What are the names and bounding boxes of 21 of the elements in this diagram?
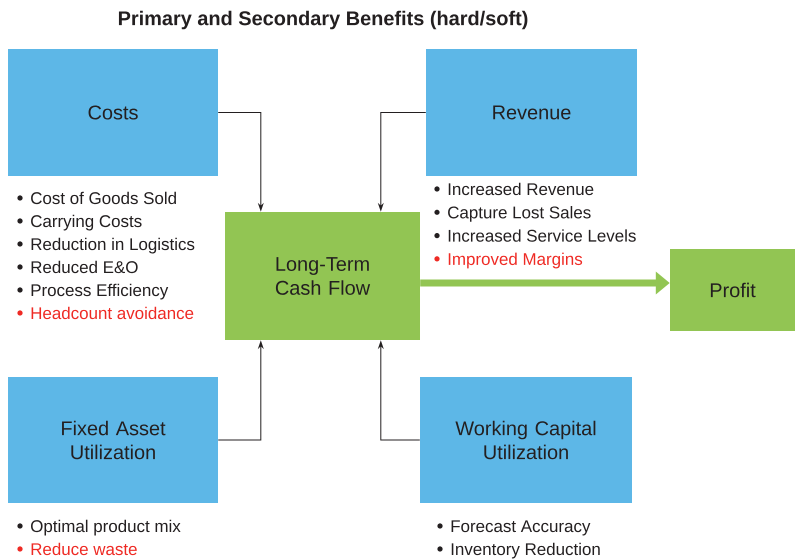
result-box: Long-Term Cash Flow	[225, 212, 420, 340]
process-box: Revenue	[426, 49, 637, 176]
bullet-item: Improved Margins	[434, 252, 582, 268]
bullet-item: Process Efficiency	[17, 284, 168, 300]
bullet-item: Increased Service Levels	[434, 229, 636, 242]
process-box: Fixed Asset Utilization	[8, 377, 218, 503]
bullet-item: Reduce waste	[17, 542, 137, 556]
bullet-item: Optimal product mix	[17, 520, 181, 536]
bullet-item: Forecast Accuracy	[437, 520, 590, 536]
bullet-item: Reduced E&O	[17, 260, 138, 274]
process-box: Costs	[8, 49, 218, 176]
bullet-item: Headcount avoidance	[17, 306, 194, 320]
title: Primary and Secondary Benefits (hard/soft)	[118, 10, 528, 30]
bullet-item: Inventory Reduction	[437, 542, 600, 558]
bullet-item: Cost of Goods Sold	[17, 192, 176, 204]
bullet-item: Capture Lost Sales	[434, 206, 591, 222]
result-box: Profit	[670, 249, 795, 331]
bullet-item: Carrying Costs	[17, 214, 142, 230]
process-box: Working Capital Utilization	[420, 377, 632, 503]
bullet-item: Reduction in Logistics	[17, 238, 194, 254]
bullet-item: Increased Revenue	[434, 182, 594, 196]
